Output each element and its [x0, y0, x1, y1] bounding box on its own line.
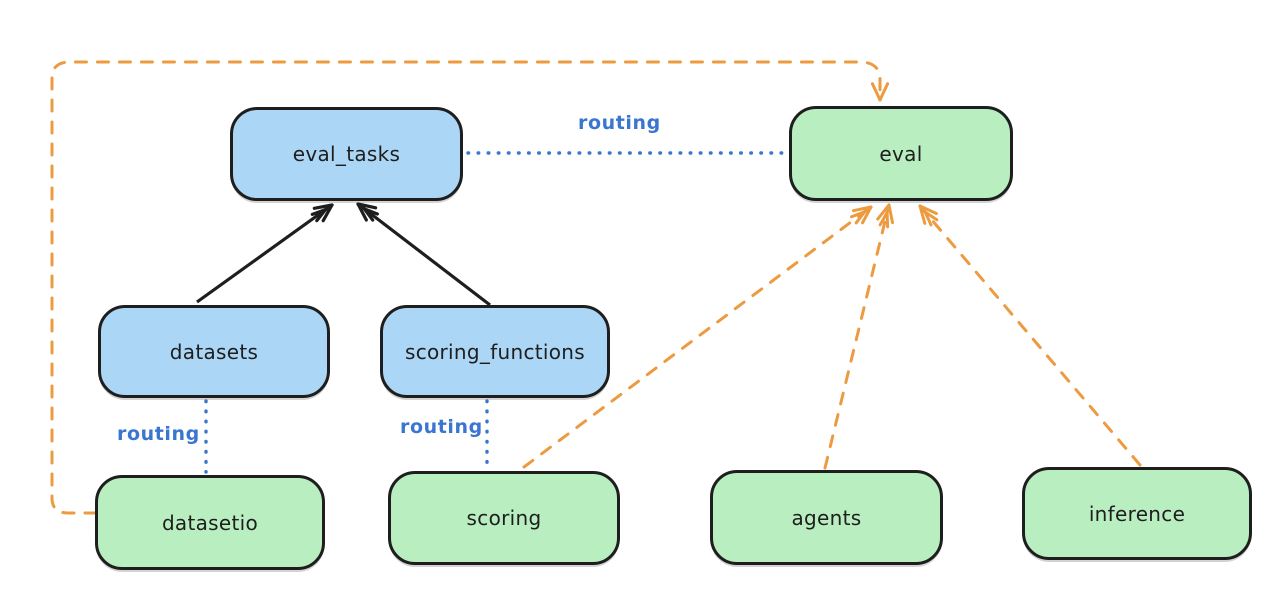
edge-label-routing-eval-tasks-eval: routing	[578, 112, 661, 134]
node-datasetio-label: datasetio	[161, 510, 259, 535]
node-agents-label: agents	[791, 505, 862, 530]
node-eval-tasks-label: eval_tasks	[292, 142, 401, 166]
edge-datasetio-to-eval	[50, 60, 890, 515]
node-scoring: scoring	[388, 471, 620, 565]
node-inference-label: inference	[1088, 501, 1186, 526]
node-eval: eval	[789, 106, 1013, 201]
node-agents: agents	[710, 470, 943, 565]
edge-label-routing-datasets-datasetio: routing	[117, 423, 200, 445]
node-inference: inference	[1022, 467, 1252, 560]
edge-agents-to-eval	[823, 203, 894, 470]
node-eval-label: eval	[879, 141, 923, 166]
edge-datasets-to-eval-tasks	[196, 203, 334, 304]
edge-inference-to-eval	[918, 204, 1142, 467]
node-scoring-functions-label: scoring_functions	[404, 339, 586, 364]
node-eval-tasks: eval_tasks	[230, 107, 463, 201]
node-datasets-label: datasets	[169, 339, 259, 364]
node-datasetio: datasetio	[95, 475, 325, 570]
edge-scoring-functions-to-eval-tasks	[356, 202, 491, 307]
node-scoring-label: scoring	[466, 506, 542, 530]
edge-label-routing-scoring-functions-scoring: routing	[400, 416, 483, 438]
node-datasets: datasets	[98, 305, 330, 398]
node-scoring-functions: scoring_functions	[380, 305, 610, 398]
